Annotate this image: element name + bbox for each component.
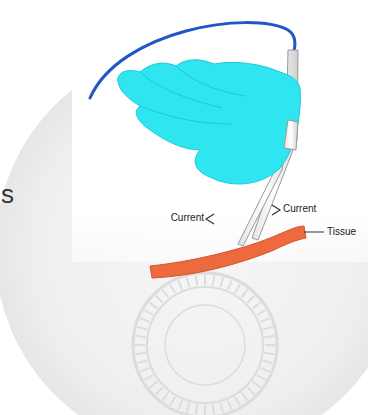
current-label: Current xyxy=(283,203,316,214)
current-label: Current xyxy=(171,212,204,223)
seal-tick xyxy=(253,382,261,388)
seal-tick xyxy=(204,275,206,285)
seal-tick xyxy=(144,310,153,315)
tissue xyxy=(150,226,306,278)
seal-tick xyxy=(213,276,214,286)
seal-tick xyxy=(149,382,157,388)
seal-tick xyxy=(235,284,240,293)
seal-tick xyxy=(221,277,224,287)
seal-tick xyxy=(228,280,232,289)
seal-tick xyxy=(136,336,146,337)
seal-tick xyxy=(221,403,224,413)
seal-tick xyxy=(149,302,157,308)
seal-tick xyxy=(235,397,240,406)
watermark-seal xyxy=(133,273,277,415)
seal-tick xyxy=(263,361,273,364)
seal-tick xyxy=(260,368,269,372)
seal-tick xyxy=(263,327,273,330)
seal-tick xyxy=(213,404,214,414)
seal-tick xyxy=(242,289,248,297)
seal-tick xyxy=(264,353,274,354)
seal-tick xyxy=(257,310,266,315)
seal-tick xyxy=(265,344,275,346)
tissue-label: Tissue xyxy=(327,226,356,237)
seal-tick xyxy=(137,361,147,364)
leader-line xyxy=(304,232,324,233)
seal-tick xyxy=(156,296,163,303)
seal-tick xyxy=(247,296,254,303)
seal-tick xyxy=(178,400,182,409)
finger-creases xyxy=(140,66,246,124)
seal-tick xyxy=(135,344,145,346)
seal-tick xyxy=(204,405,206,415)
seal-tick xyxy=(170,284,175,293)
seal-tick xyxy=(187,277,190,287)
seal-tick xyxy=(242,393,248,401)
forceps-grip xyxy=(284,120,298,150)
seal-tick xyxy=(196,276,197,286)
seal-tick xyxy=(264,336,274,337)
seal-tick xyxy=(140,368,149,372)
seal-tick xyxy=(162,289,168,297)
illustration-panel xyxy=(72,0,368,262)
seal-tick xyxy=(247,387,254,394)
seal-tick xyxy=(140,318,149,322)
seal-tick xyxy=(196,404,197,414)
seal-tick xyxy=(228,400,232,409)
seal-tick xyxy=(257,375,266,380)
seal-tick xyxy=(156,387,163,394)
seal-tick xyxy=(136,353,146,354)
cut-off-heading: s xyxy=(1,180,14,209)
seal-tick xyxy=(260,318,269,322)
seal-tick xyxy=(170,397,175,406)
seal-tick xyxy=(137,327,147,330)
seal-tick xyxy=(162,393,168,401)
seal-tick xyxy=(253,302,261,308)
seal-tick xyxy=(178,280,182,289)
gloved-hand xyxy=(118,60,301,184)
seal-tick xyxy=(187,403,190,413)
current-arrow xyxy=(206,214,214,224)
current-arrow xyxy=(272,205,280,215)
seal-tick xyxy=(144,375,153,380)
